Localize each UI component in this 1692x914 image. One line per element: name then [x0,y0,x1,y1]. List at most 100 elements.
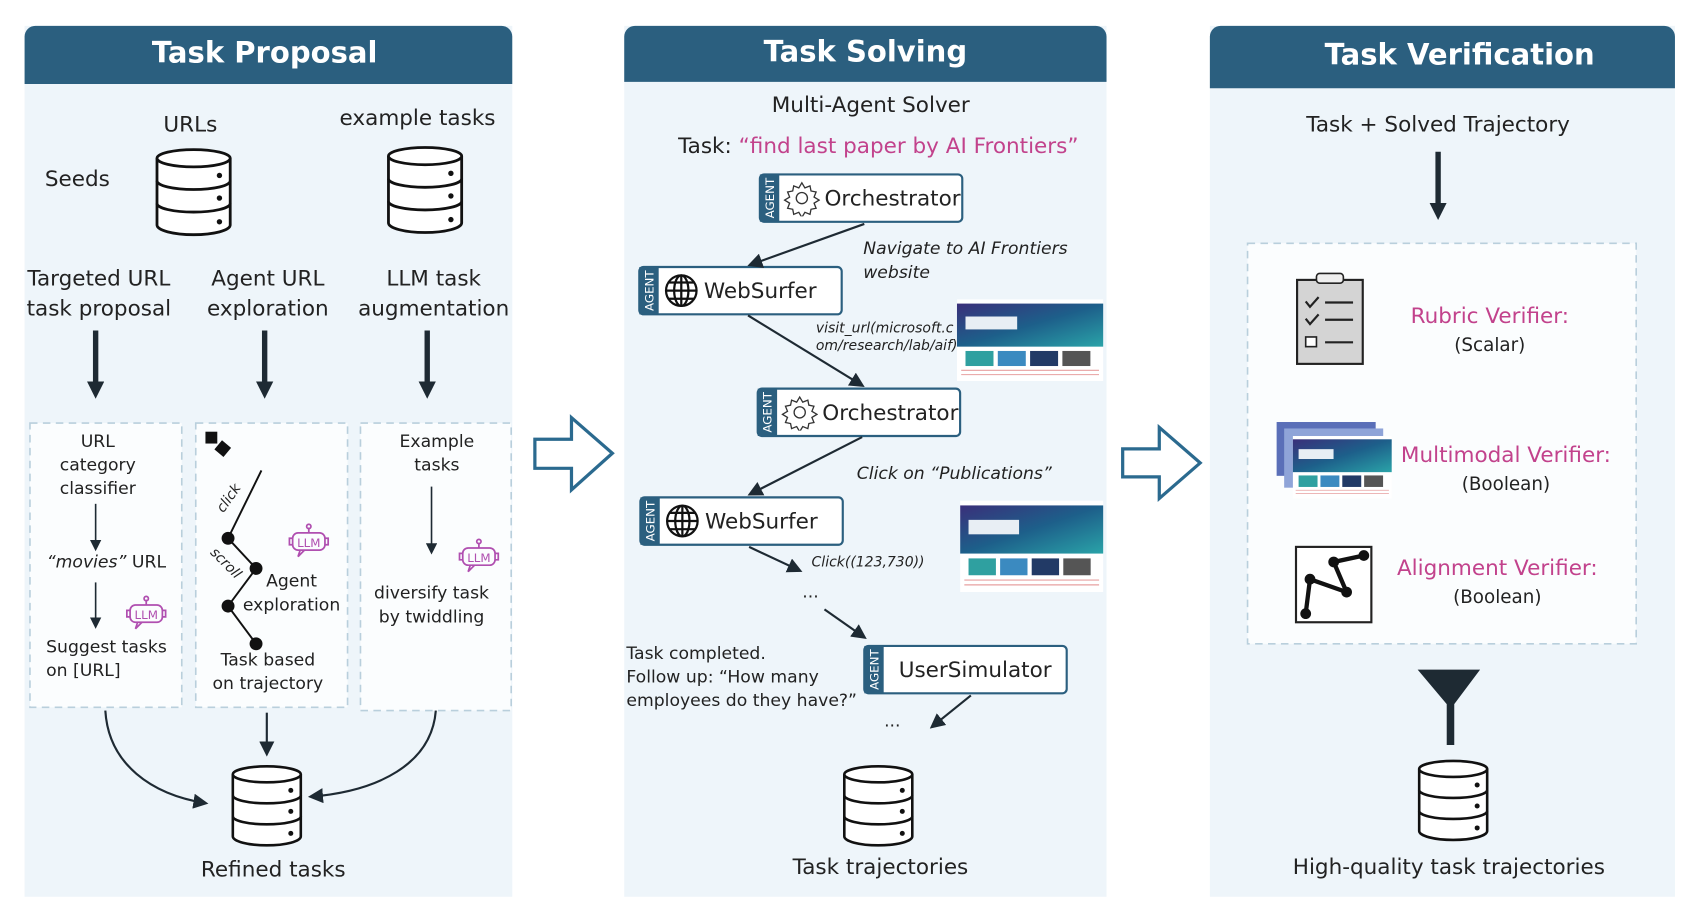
task-proposal-panel: Task Proposal URLs example tasks Seeds T… [24,25,513,897]
urls-database-icon [155,148,232,237]
box-text: Suggest tasks [46,637,167,657]
agent-tag [757,388,778,437]
panel-header [24,25,513,84]
agent-tag-label: AGENT [867,649,881,690]
panel-title: Task Solving [764,34,968,68]
agent-exploration-box [194,422,349,709]
dice-icon [205,431,232,457]
box-text: on trajectory [213,674,324,694]
method-label: augmentation [358,296,509,321]
panel-header [1209,25,1675,89]
method-label: LLM task [386,266,481,291]
panel-title: Task Verification [1325,38,1595,72]
ellipsis: ... [884,712,900,732]
movies-url-text: “movies” URL [47,552,167,572]
example-tasks-database-icon [387,146,464,234]
flow-arrow-icon [1121,423,1203,502]
multimodal-verifier-label: Multimodal Verifier: [1401,443,1611,468]
followup-text: employees do they have?” [626,691,857,711]
refined-tasks-label: Refined tasks [201,857,346,882]
llm-augmentation-box [359,422,512,712]
alignment-verifier-label: Alignment Verifier: [1397,556,1598,581]
agent-tag [864,645,884,694]
task-solving-panel: Task Solving Multi-Agent Solver Task: “f… [624,25,1107,897]
method-label: task proposal [27,296,172,321]
llm-label: LLM [135,608,158,622]
rubric-verifier-label: Rubric Verifier: [1411,304,1569,329]
agent-tag-label: AGENT [763,177,777,218]
trajectory-alignment-icon [1294,545,1373,624]
box-text: exploration [243,595,340,615]
solver-subtitle: Multi-Agent Solver [772,93,970,118]
llm-label: LLM [297,536,320,550]
high-quality-database-icon [1417,759,1489,842]
box-text: URL [81,432,116,452]
llm-icon: LLM [288,523,330,558]
rubric-verifier-type: (Scalar) [1454,335,1525,356]
box-text: Example [400,432,475,452]
agent-node-websurfer: AGENT WebSurfer [638,265,843,316]
agent-node-orchestrator: AGENT Orchestrator [756,387,962,438]
box-text: diversify task [374,584,489,604]
webpage-screenshot [960,500,1104,593]
trajectory-dots [221,531,263,651]
agent-node-orchestrator: AGENT Orchestrator [758,173,964,223]
globe-icon [664,274,698,308]
box-text: classifier [60,479,137,499]
panel-header [624,25,1107,82]
high-quality-trajectories-label: High-quality task trajectories [1293,855,1605,880]
panel-title: Task Proposal [152,35,378,69]
agent-tag-label: AGENT [643,500,657,541]
step-instruction: Navigate to AI Frontiers [863,239,1067,259]
agent-name: Orchestrator [824,187,960,212]
multimodal-verifier-type: (Boolean) [1462,474,1550,495]
action-text: om/research/lab/aif) [816,338,958,354]
agent-tag [640,497,660,545]
task-verification-panel: Task Verification Task + Solved Trajecto… [1209,25,1675,897]
flow-arrow-icon [533,414,615,494]
llm-icon: LLM [458,538,500,573]
alignment-verifier-type: (Boolean) [1453,587,1541,608]
verification-input-label: Task + Solved Trajectory [1305,112,1570,137]
agent-name: UserSimulator [899,658,1052,683]
globe-icon [665,504,699,538]
step-instruction: Click on “Publications” [857,464,1053,484]
trajectories-database-icon [842,764,914,847]
task-text: Task: “find last paper by AI Frontiers” [677,134,1078,159]
agent-name: Orchestrator [822,401,958,426]
down-arrow-icons [87,330,436,399]
agent-tag-label: AGENT [761,391,775,432]
screenshots-stack-icon [1276,422,1392,499]
seeds-label: Seeds [45,167,110,192]
webpage-screenshot [956,299,1104,382]
refined-tasks-database-icon [231,764,303,847]
action-text: Click((123,730)) [812,554,925,570]
box-text: by twiddling [379,607,484,627]
agent-name: WebSurfer [704,279,817,304]
agent-tag-label: AGENT [642,270,656,311]
box-text: category [60,455,136,475]
box-text: Task based [220,650,316,670]
followup-text: Follow up: “How many [626,668,818,688]
ellipsis: ... [802,582,818,602]
method-label: exploration [207,296,329,321]
box-text: Agent [266,572,317,592]
step-instruction: website [863,263,930,283]
agent-node-usersimulator: AGENT UserSimulator [863,644,1068,695]
box-text: on [URL] [46,661,121,681]
targeted-url-box [29,422,183,709]
llm-icon: LLM [125,595,167,630]
task-trajectories-label: Task trajectories [792,855,969,880]
action-text: visit_url(microsoft.c [816,321,954,337]
agent-node-websurfer: AGENT WebSurfer [639,496,844,546]
example-tasks-label: example tasks [340,106,496,131]
clipboard-checklist-icon [1296,272,1364,365]
method-label: Agent URL [211,266,324,291]
llm-label: LLM [467,551,490,565]
followup-text: Task completed. [625,644,765,664]
agent-tag [639,266,659,315]
box-text: tasks [414,455,459,475]
funnel-icon [1417,669,1481,745]
agent-tag [759,174,780,222]
